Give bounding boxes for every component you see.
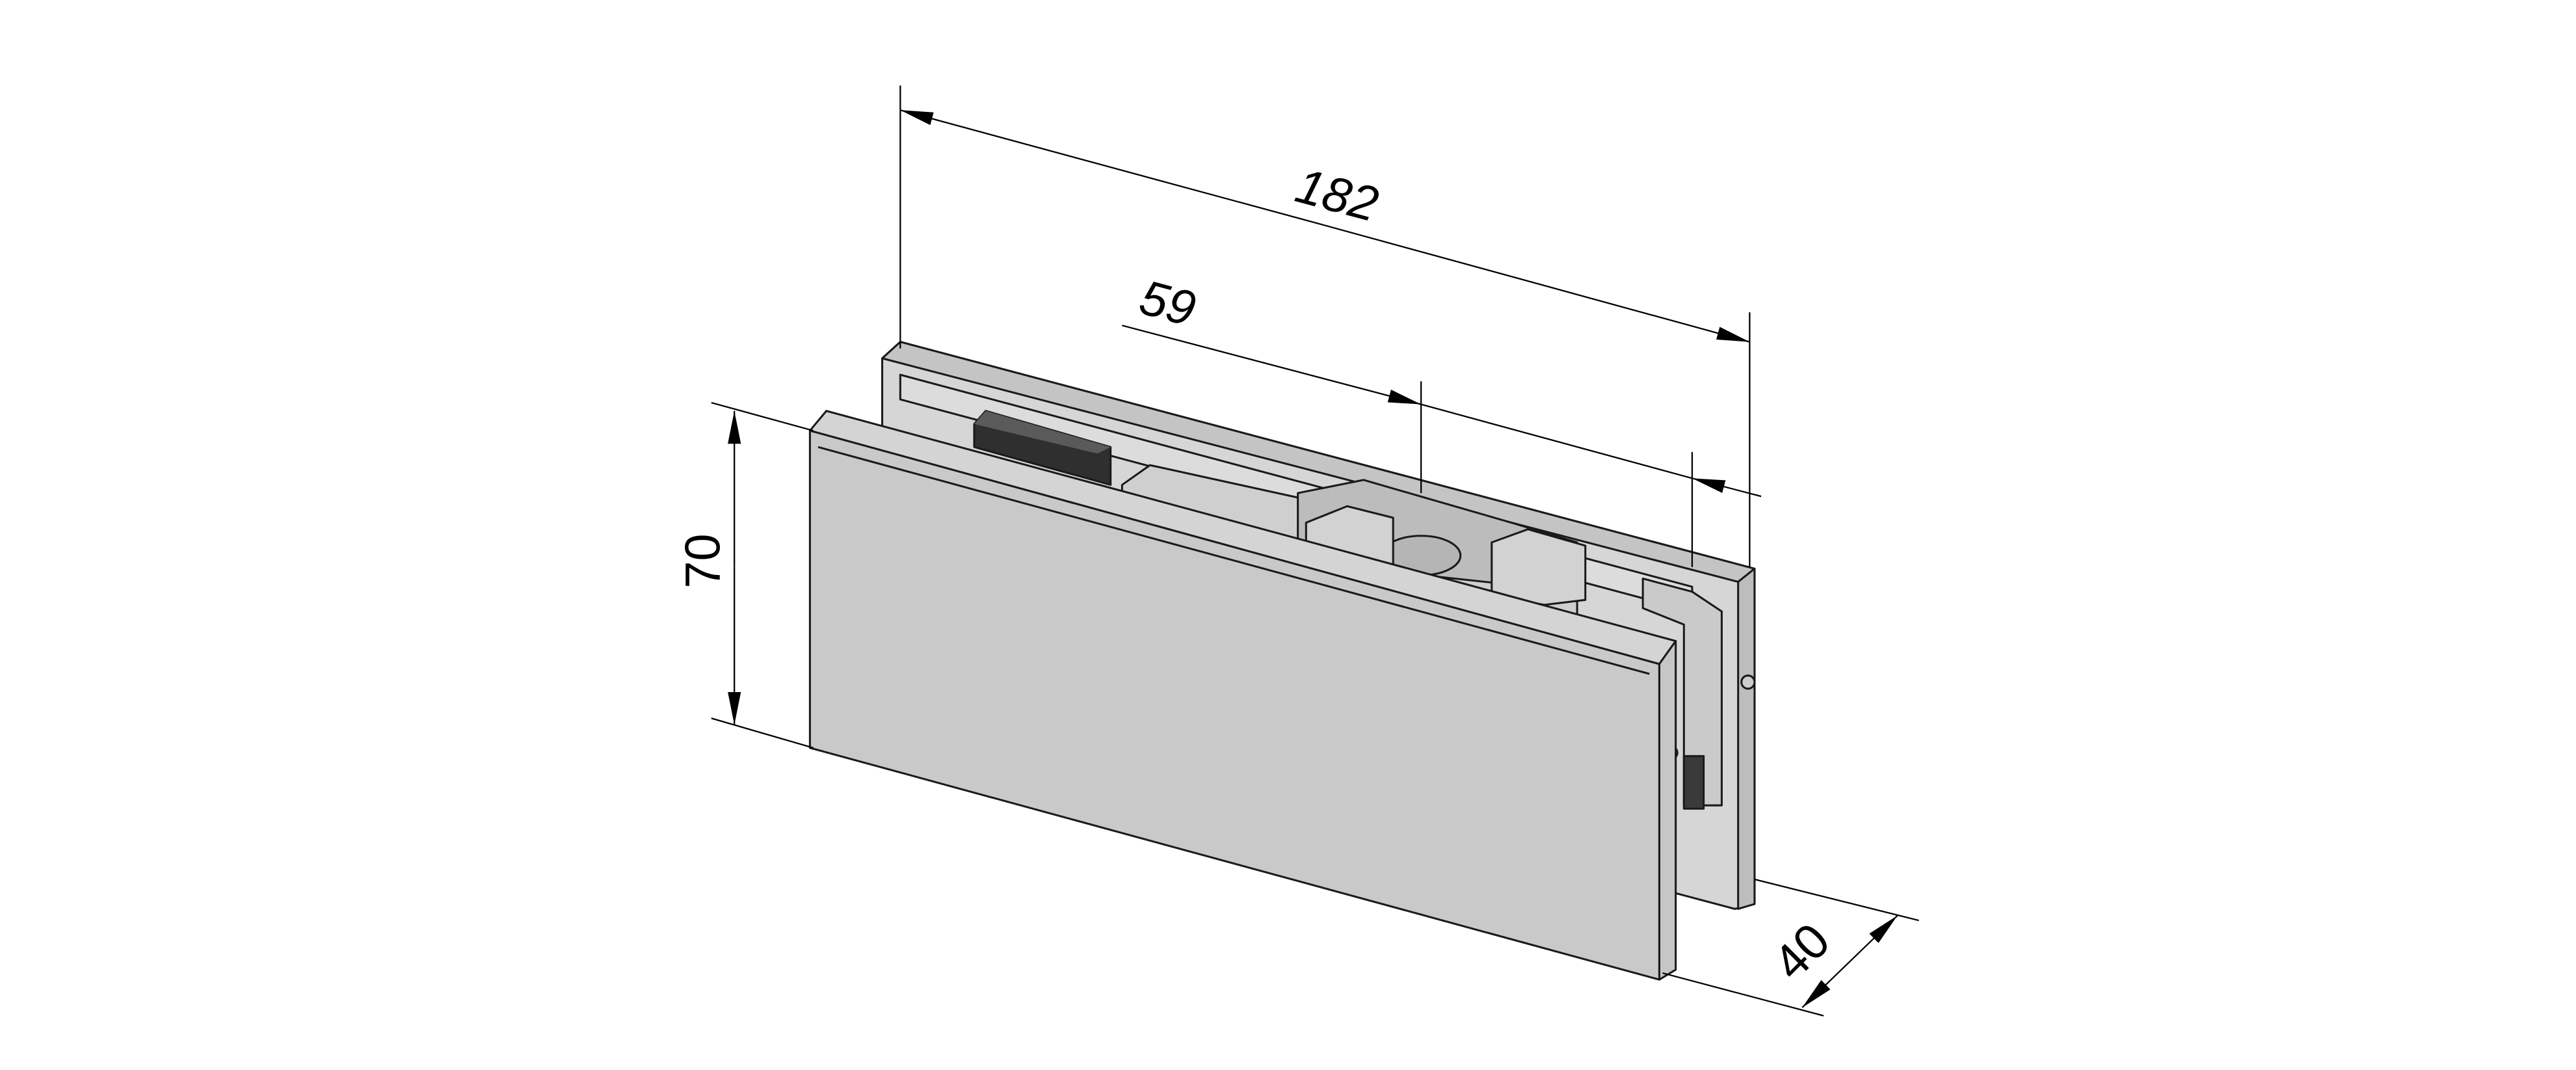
dimension-label-59: 59 bbox=[1134, 269, 1201, 337]
dimension-label-40: 40 bbox=[1762, 913, 1840, 991]
dimension-70: 70 bbox=[675, 401, 814, 749]
front-clamp-plate bbox=[808, 410, 1677, 981]
dimension-182: 182 bbox=[899, 85, 1751, 567]
pivot-mechanism bbox=[1121, 464, 1756, 810]
rubber-gasket bbox=[973, 410, 1112, 486]
side-clip bbox=[1682, 755, 1705, 810]
dimension-label-70: 70 bbox=[675, 533, 730, 588]
dimension-label-182: 182 bbox=[1290, 158, 1384, 233]
